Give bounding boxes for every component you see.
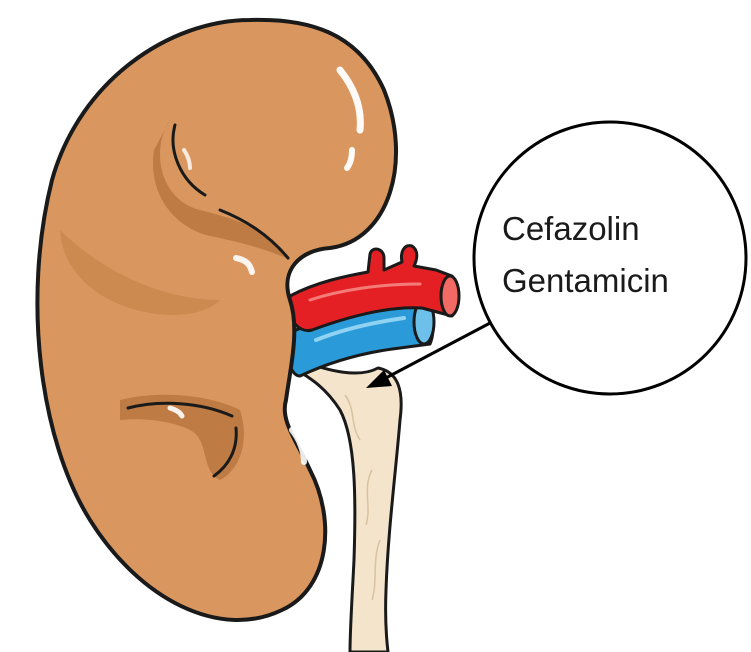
artery-opening [441,276,459,316]
callout-bubble [474,122,746,394]
drug-label-gentamicin: Gentamicin [502,262,669,299]
drug-label-cefazolin: Cefazolin [502,210,640,247]
